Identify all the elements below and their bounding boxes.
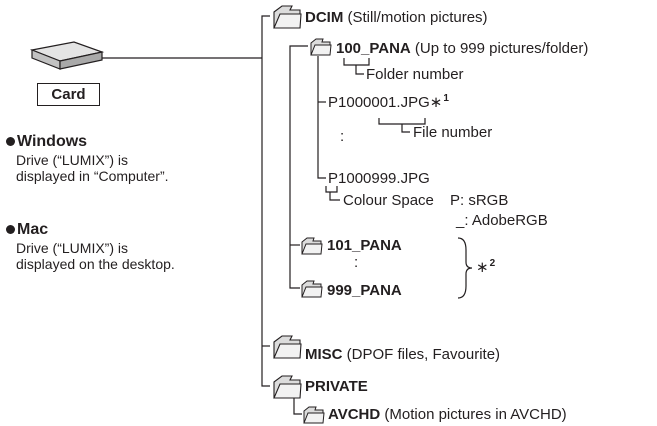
- colour-space-adobergb: _: AdobeRGB: [456, 212, 548, 229]
- folder-icon: [273, 335, 302, 359]
- mac-heading: Mac: [6, 221, 48, 239]
- dcim-desc: (Still/motion pictures): [343, 9, 488, 26]
- note-1-marker: 1: [443, 93, 449, 104]
- folder-number-label: Folder number: [366, 66, 464, 83]
- pana101-folder-label: 101_PANA: [327, 237, 402, 254]
- file-first: P1000001.JPG∗1: [328, 93, 449, 113]
- private-folder-label: PRIVATE: [305, 378, 368, 395]
- ellipsis-colon-2: :: [354, 254, 359, 271]
- windows-text-2: displayed in “Computer”.: [16, 168, 169, 184]
- pana999-folder-label: 999_PANA: [327, 282, 402, 299]
- folder-icon: [310, 38, 332, 56]
- pana100-desc: (Up to 999 pictures/folder): [410, 40, 589, 57]
- card-label: Card: [37, 83, 100, 106]
- dcim-folder-label: DCIM (Still/motion pictures): [305, 9, 488, 26]
- bullet-icon: [6, 137, 15, 146]
- misc-desc: (DPOF files, Favourite): [342, 346, 501, 363]
- avchd-folder-label: AVCHD (Motion pictures in AVCHD): [328, 406, 567, 423]
- colour-space-srgb: P: sRGB: [450, 192, 509, 209]
- windows-title: Windows: [17, 133, 88, 150]
- file-first-name: P1000001.JPG∗: [328, 94, 443, 111]
- file-last: P1000999.JPG: [328, 170, 430, 187]
- ellipsis-colon: :: [340, 128, 345, 145]
- folder-icon: [301, 237, 323, 255]
- folder-icon: [273, 375, 302, 399]
- mac-text-1: Drive (“LUMIX”) is: [16, 240, 128, 256]
- dcim-name: DCIM: [305, 9, 344, 26]
- mac-title: Mac: [17, 221, 49, 238]
- folder-icon: [301, 280, 323, 298]
- avchd-name: AVCHD: [328, 406, 381, 423]
- windows-heading: Windows: [6, 133, 87, 151]
- colour-space-label: Colour Space: [343, 192, 434, 209]
- misc-name: MISC: [305, 346, 343, 363]
- mac-text-2: displayed on the desktop.: [16, 256, 175, 272]
- sd-card-icon: [29, 41, 105, 70]
- windows-text-1: Drive (“LUMIX”) is: [16, 152, 128, 168]
- note-2-asterisk: ∗: [476, 259, 489, 276]
- note-2-marker: ∗2: [476, 258, 496, 278]
- misc-folder-label: MISC (DPOF files, Favourite): [305, 346, 500, 363]
- pana100-folder-label: 100_PANA (Up to 999 pictures/folder): [336, 40, 588, 57]
- pana100-name: 100_PANA: [336, 40, 411, 57]
- note-2-number: 2: [489, 258, 496, 269]
- bullet-icon: [6, 225, 15, 234]
- folder-icon: [273, 5, 302, 29]
- file-number-label: File number: [413, 124, 493, 141]
- avchd-desc: (Motion pictures in AVCHD): [380, 406, 567, 423]
- folder-icon: [303, 406, 325, 424]
